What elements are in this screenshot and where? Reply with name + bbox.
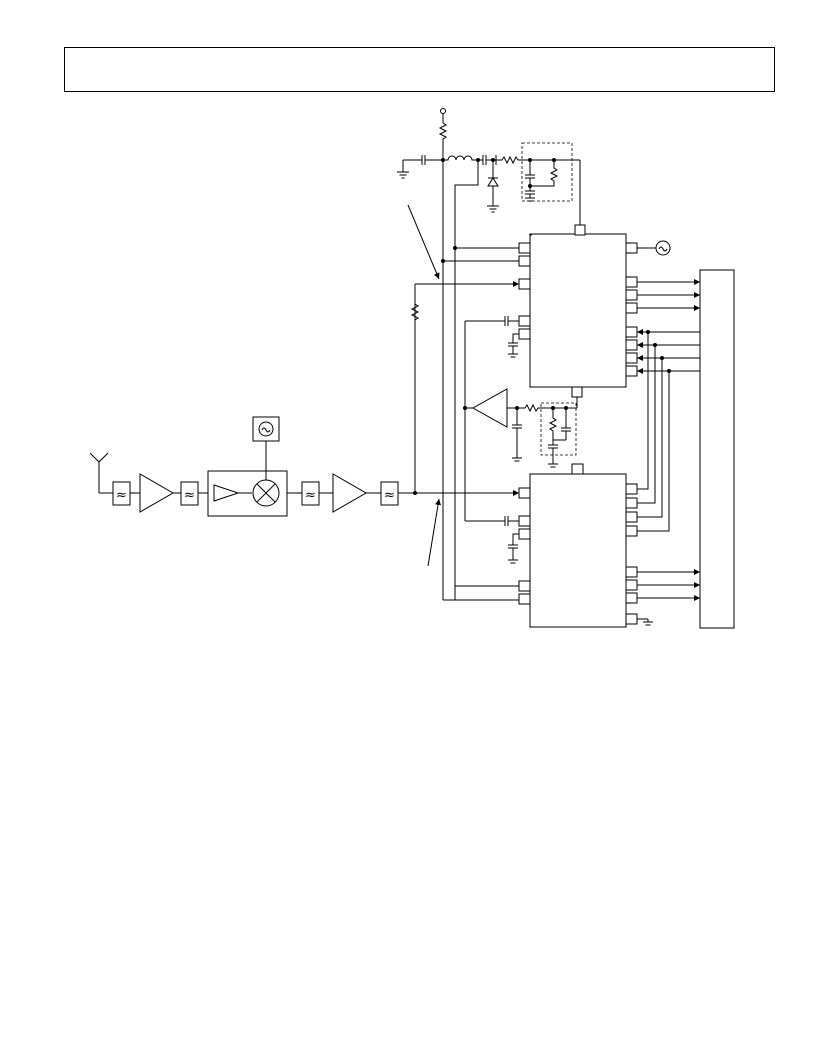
svg-text:≈: ≈: [305, 488, 316, 503]
amplifier-icon: [139, 473, 175, 513]
mixer-icon: [252, 479, 280, 507]
ic-pin: [625, 302, 638, 314]
ic-pin: [625, 613, 638, 625]
annotation-arrow: [407, 204, 440, 280]
svg-text:≈: ≈: [384, 488, 395, 503]
ic-pin: [625, 276, 638, 288]
capacitor-icon: [504, 316, 519, 326]
ic-pin: [574, 224, 586, 236]
supply-terminal: [440, 108, 446, 123]
bus-block: [699, 269, 735, 629]
ground-icon: [487, 205, 499, 213]
loop-filter-box: [521, 142, 573, 202]
capacitor-icon: [508, 342, 518, 354]
ic-pin: [518, 315, 531, 327]
oscillator-icon: [655, 240, 671, 256]
annotation-arrow: [427, 498, 441, 567]
ic-pin: [518, 255, 531, 267]
inductor-icon: [443, 155, 478, 161]
ground-icon: [643, 619, 653, 626]
loop-filter-box: [540, 402, 577, 456]
amplifier-icon: [213, 484, 240, 502]
capacitor-icon: [525, 186, 535, 198]
ground-icon: [525, 197, 535, 202]
resistor-icon: [548, 408, 558, 440]
ic-pin: [625, 592, 638, 604]
ic-pin: [518, 278, 531, 290]
ic-pin: [625, 511, 638, 523]
capacitor-icon: [402, 155, 443, 172]
svg-text:≈: ≈: [184, 488, 195, 503]
capacitor-icon: [478, 155, 493, 165]
ic-pin: [625, 326, 638, 338]
ic-pin: [625, 579, 638, 591]
ic-pin: [518, 328, 531, 340]
ic-pin: [625, 339, 638, 351]
capacitor-icon: [561, 408, 571, 440]
ic-pin: [571, 463, 584, 475]
filter-icon: ≈: [301, 481, 320, 506]
resistor-icon: [410, 303, 420, 321]
ic-pin: [518, 593, 531, 605]
ic-pin: [625, 525, 638, 537]
resistor-icon: [496, 155, 530, 165]
ic-pin: [518, 580, 531, 592]
ground-icon: [512, 457, 522, 462]
capacitor-icon: [525, 160, 535, 186]
ic-pin: [518, 487, 531, 499]
ic-pin: [571, 386, 583, 398]
ic-pin: [625, 483, 638, 495]
amplifier-icon: [471, 388, 508, 428]
ic-pin: [625, 289, 638, 301]
ic-pin: [625, 566, 638, 578]
ic-pin: [518, 515, 531, 527]
ground-icon: [397, 171, 409, 179]
amplifier-icon: [332, 473, 368, 513]
ic-pin: [625, 497, 638, 509]
ic-pin: [518, 528, 531, 540]
ic-pin: [625, 242, 638, 254]
header-box: [64, 47, 775, 92]
filter-icon: ≈: [380, 481, 399, 506]
ic-pin: [518, 242, 531, 254]
resistor-icon: [530, 160, 559, 187]
ic-block: [529, 233, 627, 388]
diode-icon: [487, 160, 499, 206]
resistor-icon: [517, 403, 577, 413]
svg-text:≈: ≈: [116, 488, 127, 503]
ic-pin: [625, 365, 638, 377]
capacitor-icon: [504, 516, 519, 526]
ground-icon: [548, 463, 558, 468]
oscillator-icon: [252, 416, 280, 442]
ground-icon: [508, 559, 518, 564]
capacitor-icon: [508, 544, 518, 560]
supply-resistor-icon: [438, 122, 448, 150]
filter-icon: ≈: [180, 481, 199, 506]
filter-icon: ≈: [112, 481, 131, 506]
ic-block: [529, 473, 627, 628]
antenna-icon: [89, 452, 113, 494]
ground-icon: [508, 353, 518, 358]
capacitor-icon: [548, 440, 558, 464]
ic-pin: [625, 352, 638, 364]
capacitor-icon: [512, 408, 522, 458]
